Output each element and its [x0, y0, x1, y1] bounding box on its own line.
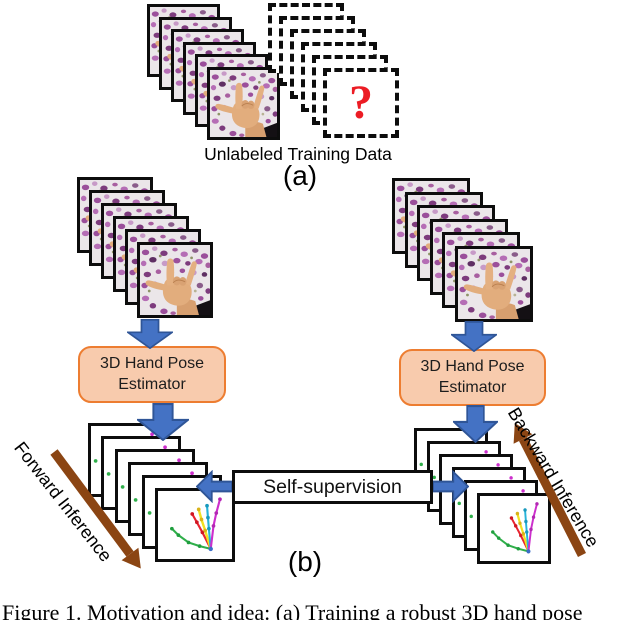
hand-photo-image — [140, 245, 210, 315]
right-arrow-icon — [432, 470, 469, 503]
self-supervision-label: Self-supervision — [263, 475, 402, 498]
hand-photo-frame — [137, 242, 213, 318]
backward-inference-arrow-icon — [513, 423, 587, 558]
pose-estimator-box-right: 3D Hand Pose Estimator — [399, 349, 546, 406]
pose-estimator-line1: 3D Hand Pose — [99, 354, 205, 372]
hand-photo-image — [457, 248, 530, 319]
hand-skeleton-frame — [155, 488, 235, 562]
pose-estimator-line1: 3D Hand Pose — [420, 357, 525, 375]
panel-a-label: (a) — [282, 160, 318, 191]
panel-b-label: (b) — [287, 546, 323, 577]
down-arrow-icon — [137, 403, 189, 441]
question-mark: ? — [349, 76, 373, 129]
down-arrow-icon — [451, 321, 497, 352]
forward-inference-arrow-icon — [50, 449, 141, 569]
self-supervision-box: Self-supervision — [232, 470, 433, 504]
pose-estimator-line2: Estimator — [118, 375, 186, 393]
down-arrow-icon — [453, 405, 498, 443]
down-arrow-icon — [127, 319, 173, 349]
dashed-unknown-frame: ? — [323, 68, 399, 138]
hand-photo-image — [210, 69, 277, 137]
pose-estimator-line2: Estimator — [438, 378, 507, 396]
left-arrow-icon — [196, 470, 233, 503]
pose-estimator-box-left: 3D Hand Pose Estimator — [78, 346, 226, 403]
hand-skeleton-frame — [477, 493, 551, 564]
unlabeled-data-caption: Unlabeled Training Data — [204, 144, 392, 164]
hand-photo-frame — [454, 245, 533, 322]
hand-photo-frame — [207, 66, 280, 140]
figure-caption: Figure 1. Motivation and idea: (a) Train… — [2, 600, 583, 620]
